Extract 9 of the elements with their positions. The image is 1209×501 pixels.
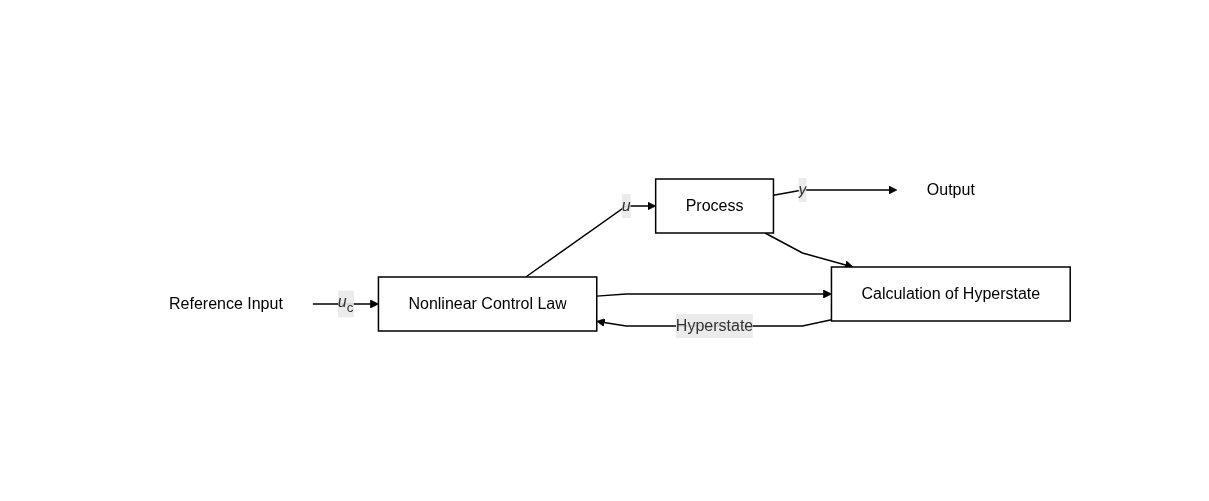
node-box: Process bbox=[654, 178, 775, 234]
node-text: Output bbox=[926, 181, 975, 198]
edge-label: Hyperstate bbox=[675, 317, 754, 334]
edge-label: u bbox=[621, 197, 631, 214]
edge-label: u$_{c}$ bbox=[337, 293, 354, 315]
node-box: Nonlinear Control Law bbox=[377, 276, 598, 332]
arrow bbox=[524, 201, 656, 278]
node-text: Reference Input bbox=[168, 295, 283, 312]
node-box: Calculation of Hyperstate bbox=[830, 266, 1071, 322]
